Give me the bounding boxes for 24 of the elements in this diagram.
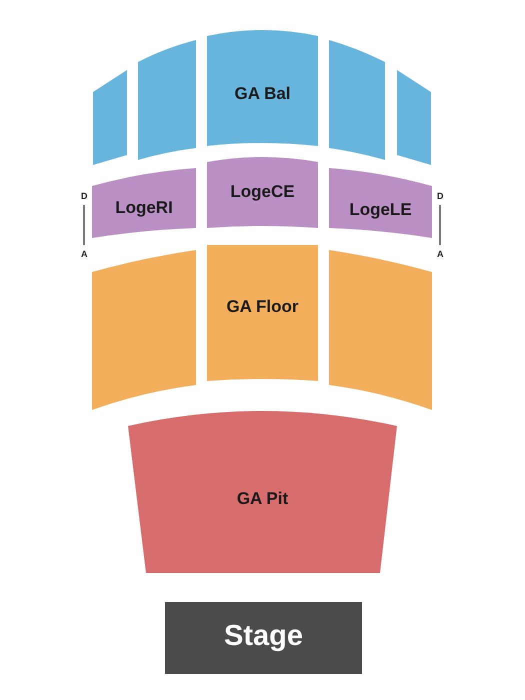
seating-section (207, 245, 318, 381)
section-label: GA Floor (226, 297, 299, 317)
seating-section (329, 250, 432, 410)
section-label: GA Pit (236, 489, 288, 509)
row-letter: A (437, 250, 444, 259)
seating-section (92, 168, 196, 238)
seating-section (329, 168, 432, 238)
row-letter: D (437, 192, 444, 201)
row-letter: A (81, 250, 88, 259)
section-label: LogeRI (115, 198, 173, 218)
seating-section (397, 70, 431, 165)
section-label: LogeLE (349, 200, 412, 220)
row-letter: D (81, 192, 88, 201)
seating-section (138, 40, 196, 160)
stage-block (165, 602, 362, 674)
seating-section (93, 70, 127, 165)
seating-section (128, 411, 397, 573)
seating-section (207, 156, 318, 229)
seating-section (207, 28, 318, 146)
section-label: GA Bal (234, 84, 291, 104)
section-label: LogeCE (230, 182, 295, 202)
stage-label: Stage (224, 620, 303, 653)
seating-section (329, 40, 385, 160)
seating-section (92, 250, 196, 410)
